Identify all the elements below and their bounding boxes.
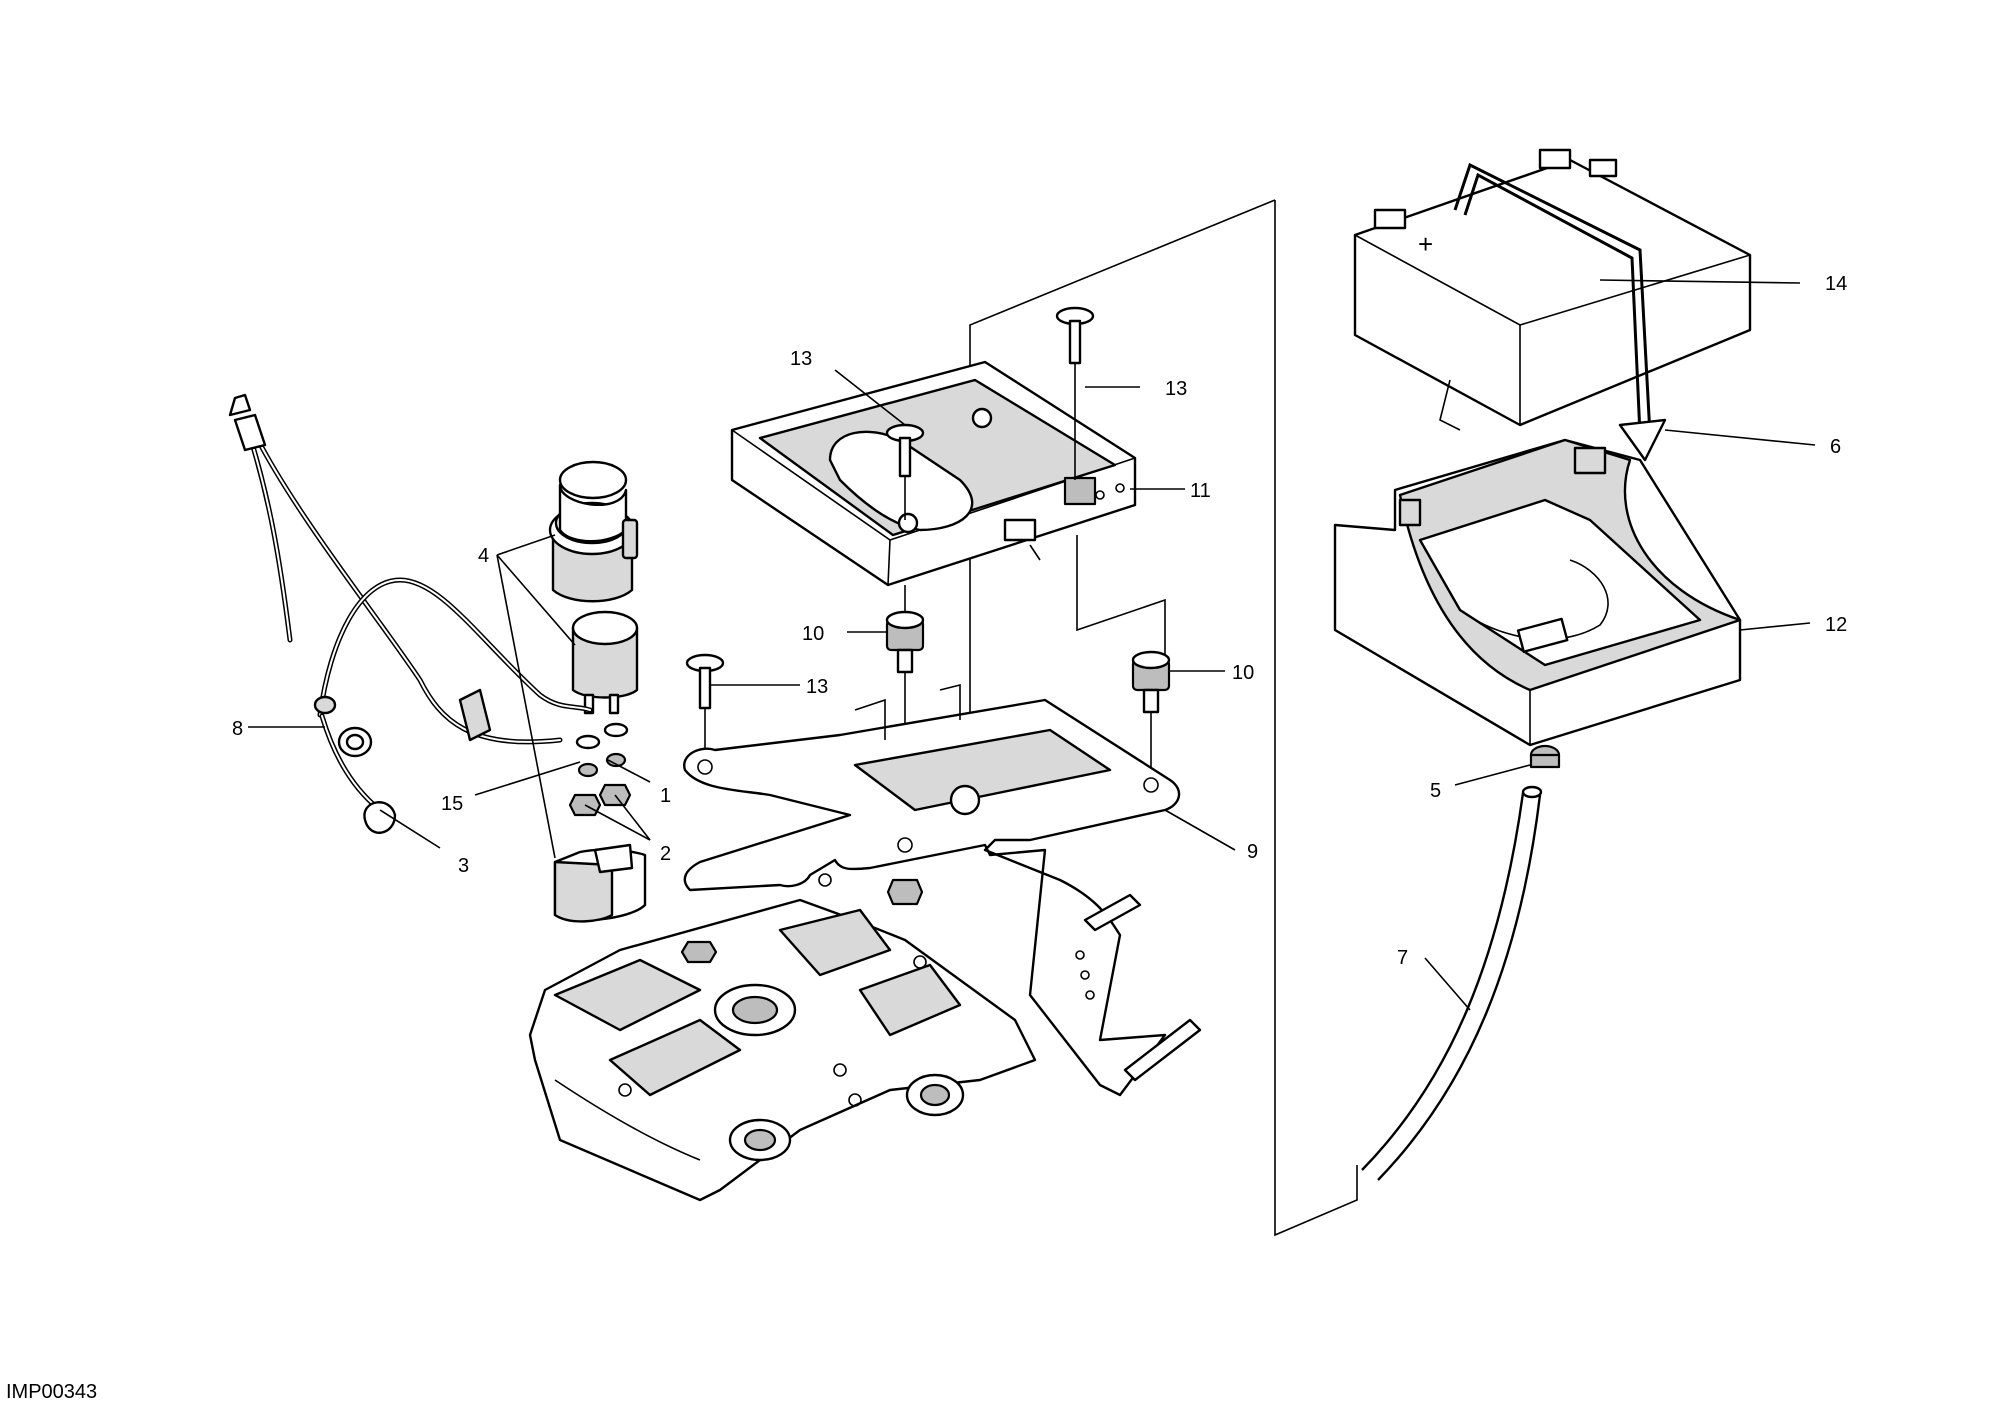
callout-15: 15: [441, 793, 463, 815]
callout-11: 11: [1190, 480, 1211, 502]
callout-5: 5: [1430, 780, 1441, 802]
callout-13-tray-right: 13: [1165, 378, 1187, 400]
callouts: 13 13 11 14 6 12 5 7 9 10 10 13 4 8 3 15…: [232, 273, 1847, 969]
callout-13-bottom: 13: [806, 676, 828, 698]
callout-8: 8: [232, 718, 243, 740]
hose-clip: [1529, 744, 1561, 769]
svg-text:+: +: [1418, 229, 1433, 259]
battery-box: [1333, 438, 1742, 747]
solenoid-cover: [553, 843, 647, 923]
nut-small: [577, 752, 627, 778]
airbox: [528, 898, 1037, 1202]
battery: +: [1353, 148, 1752, 462]
leader-lines: [248, 279, 1816, 1011]
ground-cable: [313, 577, 593, 834]
rubber-spacer-right: [1131, 650, 1171, 714]
callout-2: 2: [660, 843, 671, 865]
solenoid-cap: [548, 460, 639, 603]
callout-10-left: 10: [802, 623, 824, 645]
positive-cable: [228, 393, 563, 745]
callout-6: 6: [1830, 436, 1841, 458]
nut: [568, 783, 632, 817]
callout-14: 14: [1825, 273, 1847, 295]
washer: [575, 722, 629, 750]
callout-1: 1: [660, 785, 671, 807]
callout-10-right: 10: [1232, 662, 1254, 684]
callout-7: 7: [1397, 947, 1408, 969]
callout-12: 12: [1825, 614, 1847, 636]
drain-hose: [1361, 785, 1543, 1181]
solenoid: [571, 610, 639, 715]
drawing-id: IMP00343: [6, 1381, 97, 1403]
callout-9: 9: [1247, 841, 1258, 863]
callout-13-tray-left: 13: [790, 348, 812, 370]
battery-support-bracket: [683, 683, 1202, 1097]
screw-top-right: [1055, 306, 1095, 365]
callout-3: 3: [458, 855, 469, 877]
rubber-spacer-left: [885, 610, 925, 674]
callout-4: 4: [478, 545, 489, 567]
screw-bottom: [685, 653, 725, 710]
battery-tray: [730, 360, 1137, 587]
strap-hook: [1618, 418, 1667, 462]
section-boundary-lines: [969, 199, 1358, 1237]
bracket-nut: [886, 878, 924, 906]
